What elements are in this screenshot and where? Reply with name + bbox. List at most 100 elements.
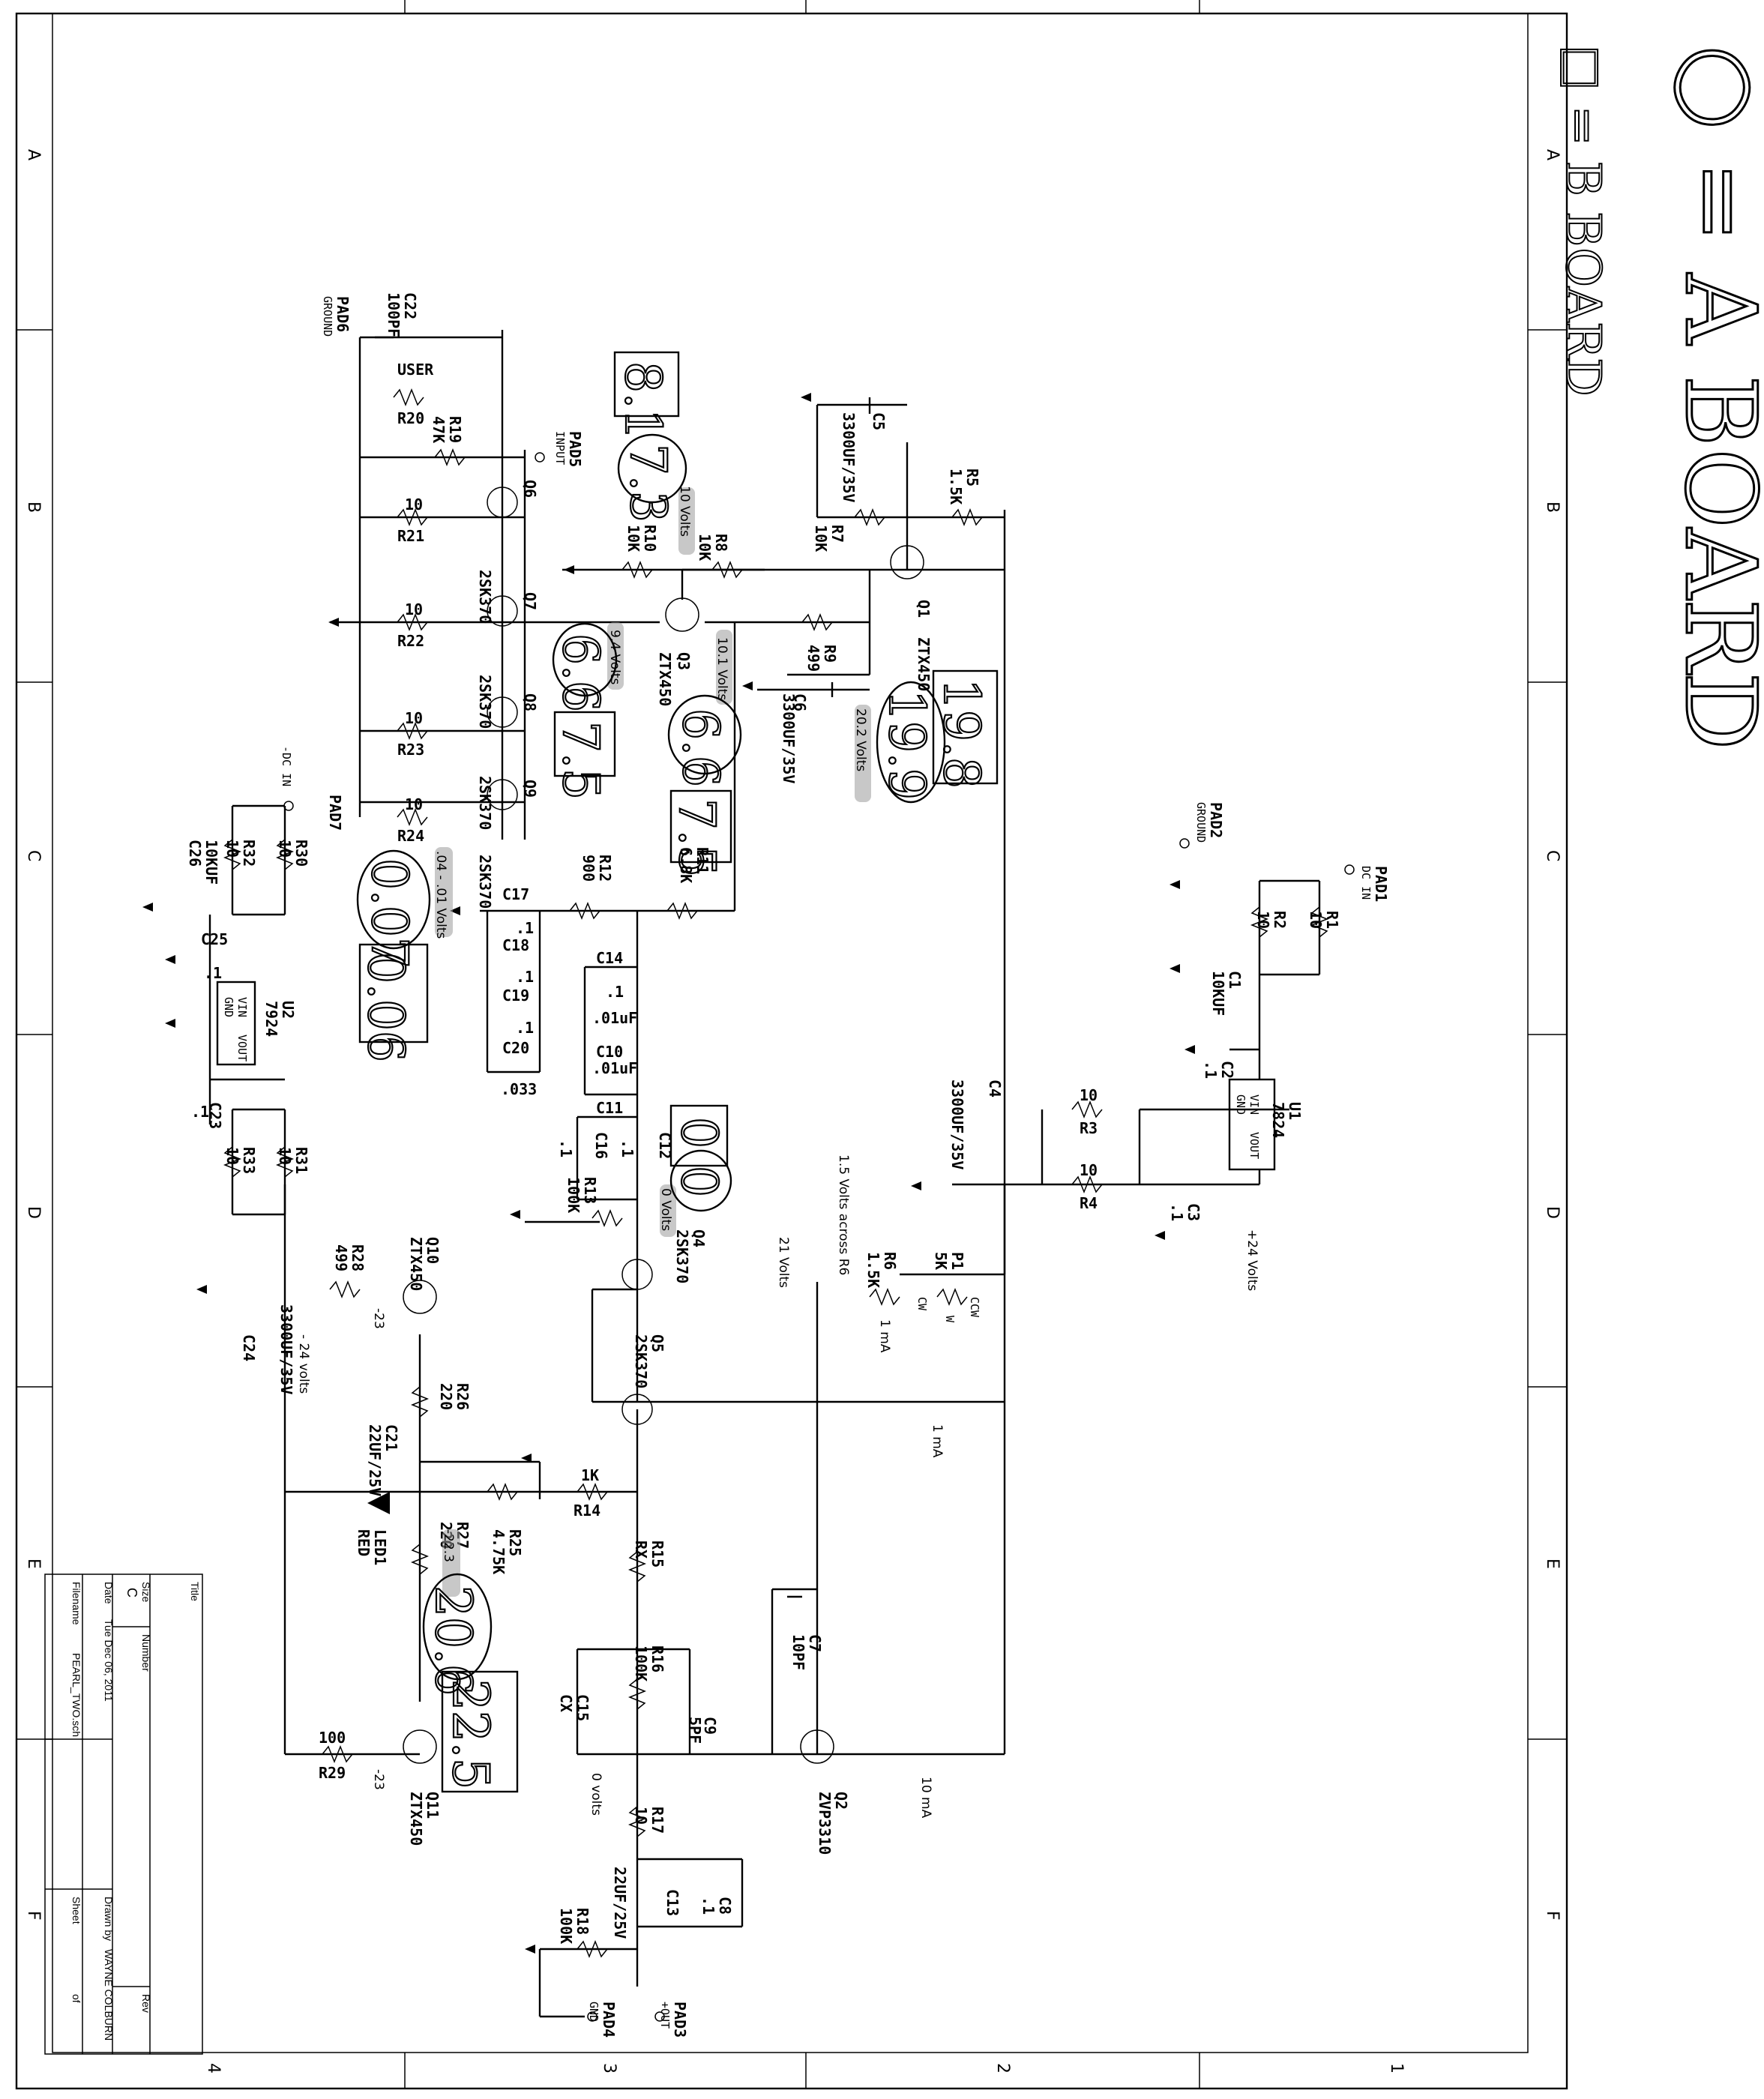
q2-value: ZVP3310: [816, 1792, 834, 1855]
ground-arrow: [328, 618, 339, 627]
r32-value: 10: [223, 840, 241, 858]
highlighter-marks: [435, 487, 871, 1597]
r8-value: 10K: [696, 534, 714, 561]
capacitor-c3: C3 .1: [1168, 1203, 1202, 1221]
ground-arrow: [521, 1454, 532, 1463]
r3-ref: R3: [1080, 1119, 1098, 1137]
zone-label-f-right: F: [1543, 1911, 1562, 1921]
jfet-q6: Q6: [487, 480, 539, 518]
handwritten-measurements: 8.1 7.3 6.6 7.5 6.6 7.5 19.8 19.9 0.07 0…: [356, 351, 999, 1793]
led1-value: RED: [355, 1529, 373, 1556]
resistor-r9: R9 499: [801, 612, 839, 672]
pad-7: PAD7 -DC IN: [280, 746, 344, 831]
square-mark: [669, 1104, 729, 1167]
c24-value: 3300UF/35V: [277, 1304, 295, 1394]
tb-date-value: Tue Dec 06, 2011: [103, 1619, 115, 1702]
c22-value: 100PF: [385, 292, 403, 337]
circle-mark: [876, 681, 946, 804]
q9-ref: Q9: [521, 780, 539, 798]
tb-drawn-by-label: Drawn by: [103, 1897, 115, 1941]
hw-22-5: 22.5: [442, 1679, 499, 1789]
resistor-r32: R32 10: [223, 839, 258, 870]
transistor-q11: Q11 ZTX450: [403, 1729, 442, 1846]
note-minus-22-3: -22.3: [441, 1529, 456, 1562]
transistor-q10: Q10 ZTX450: [403, 1237, 442, 1314]
r23-ref: R23: [397, 741, 424, 759]
q6-ref: Q6: [521, 480, 539, 498]
q11-ref: Q11: [424, 1792, 442, 1819]
r25-ref: R25: [506, 1529, 524, 1556]
hw-0-square: 0: [670, 1117, 728, 1148]
r3-value: 10: [1080, 1086, 1098, 1104]
hw-7-5-a: 7.5: [552, 721, 609, 800]
pad1-ref: PAD1: [1372, 866, 1390, 902]
resistor-r19: R19 47K: [430, 416, 466, 467]
c15-value: CX: [557, 1694, 575, 1712]
tb-size-label: Size: [140, 1582, 152, 1602]
c26-value: 10KUF: [202, 840, 220, 885]
resistor-r22: 10 R22: [397, 600, 428, 650]
pad-1: PAD1 DC IN: [1344, 864, 1390, 902]
capacitor-c7: C7 10PF: [787, 1595, 824, 1670]
r1-ref: R1: [1323, 911, 1341, 929]
jfet-q7: Q7 2SK370: [476, 570, 539, 627]
tb-number-label: Number: [140, 1634, 152, 1672]
q10-ref: Q10: [424, 1237, 442, 1264]
zone-label-c-right: C: [1543, 850, 1562, 861]
r5-ref: R5: [963, 469, 981, 487]
p1-cw: CW: [915, 1297, 929, 1311]
jfet-q4: Q4 2SK370: [621, 1229, 708, 1290]
r13-ref: R13: [581, 1177, 599, 1204]
r22-ref: R22: [397, 632, 424, 650]
r24-ref: R24: [397, 827, 424, 845]
c3-ref: C3: [1184, 1203, 1202, 1221]
ground-arrow: [564, 565, 574, 574]
trimmer-p1: P1 5K CW CCW W: [915, 1252, 981, 1323]
c26-ref: C26: [186, 840, 204, 867]
r22-value: 10: [405, 600, 423, 618]
capacitor-c4: C4 3300UF/35V: [948, 1079, 1004, 1169]
r9-value: 499: [804, 645, 822, 672]
r12-value: 900: [580, 855, 597, 882]
led-led1: LED1 RED: [355, 1492, 390, 1565]
hw-0-07: 0.07: [361, 858, 418, 969]
resistor-r17: R17 10: [627, 1806, 666, 1837]
p1-ref: P1: [948, 1252, 966, 1270]
capacitor-c1: C1 10KUF: [1209, 971, 1244, 1016]
ground-arrow: [196, 1285, 207, 1294]
r11-ref: R11: [693, 847, 711, 874]
u2-pin-vout: VOUT: [235, 1035, 249, 1061]
note-1-5v-r6: 1.5 Volts across R6: [836, 1154, 851, 1275]
r7-ref: R7: [828, 525, 846, 543]
u1-ref: U1: [1286, 1102, 1304, 1120]
r17-value: 10: [632, 1807, 650, 1825]
capacitor-c10: .01uF C10: [592, 1009, 637, 1061]
capacitor-c11: .01uF C11: [592, 1059, 637, 1117]
u2-ref: U2: [279, 1001, 297, 1019]
r6-ref: R6: [881, 1252, 899, 1270]
pad-6: PAD6 GROUND: [321, 296, 352, 337]
note-1ma-b: 1 mA: [930, 1424, 945, 1458]
note-1ma-a: 1 mA: [877, 1319, 892, 1353]
c7-value: 10PF: [789, 1634, 807, 1670]
c18-value: .1: [516, 968, 534, 986]
tb-size-value: C: [124, 1588, 139, 1597]
c1-value: 10KUF: [1209, 971, 1227, 1016]
square-mark: [613, 351, 680, 418]
c20-value: .033: [501, 1080, 537, 1098]
note-plus-24v: +24 Volts: [1244, 1229, 1259, 1291]
c2-ref: C2: [1218, 1061, 1236, 1079]
r12-ref: R12: [596, 855, 614, 882]
note-0v-out: 0 volts: [588, 1773, 603, 1816]
capacitor-c17: C17 .1: [502, 885, 534, 937]
r18-ref: R18: [574, 1908, 591, 1935]
tb-sheet-label: Sheet: [70, 1897, 82, 1924]
capacitor-c9: C9 5PF: [686, 1717, 719, 1744]
square-mark: [669, 789, 732, 864]
resistor-r1: R1 10: [1307, 906, 1341, 938]
tb-of-label: of: [70, 1994, 82, 2003]
r4-value: 10: [1080, 1161, 1098, 1179]
regulator-u1: VIN GND VOUT U1 7824: [1228, 1078, 1304, 1171]
resistor-r25: R25 4.75K: [487, 1482, 524, 1574]
resistor-r23: 10 R23: [397, 709, 428, 759]
